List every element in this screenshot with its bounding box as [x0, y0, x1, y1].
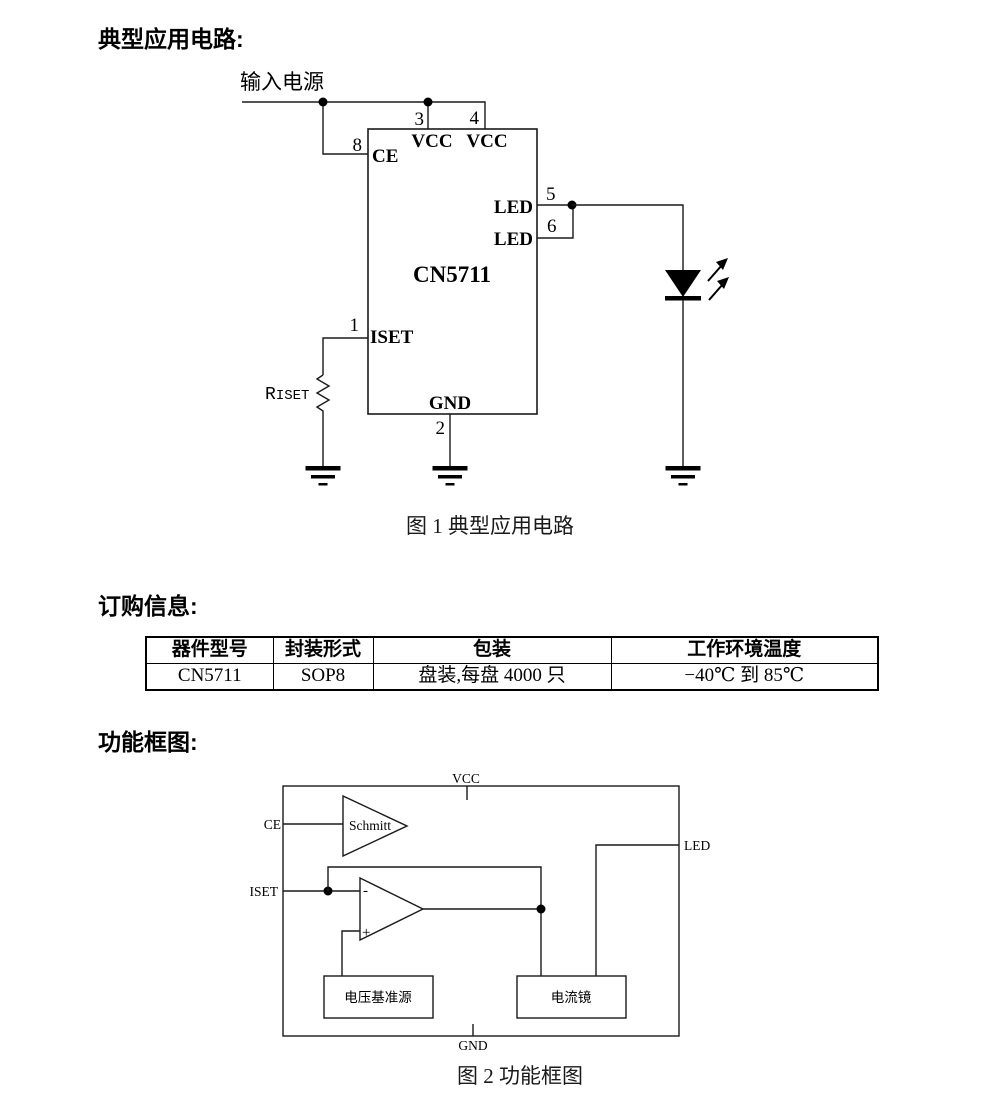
table-row: CN5711 SOP8 盘装,每盘 4000 只 −40℃ 到 85℃: [145, 663, 879, 691]
junction-dot: [536, 904, 546, 914]
led-emission-arrows-icon: [707, 258, 729, 301]
input-power-wire: [242, 101, 486, 129]
pin-label-gnd: GND: [429, 393, 471, 414]
ground-symbol: [305, 466, 341, 486]
pin-label-iset: ISET: [370, 327, 414, 348]
cell-operating-temp: −40℃ 到 85℃: [610, 663, 879, 691]
figure2-functional-block-diagram: VCC CE Schmitt ISET - + LED 电压基准源 电流镜 GN…: [250, 771, 711, 1053]
iset-pin1-wire: [322, 337, 368, 375]
f2-led-wire: [595, 844, 679, 976]
junction-dot: [318, 97, 328, 107]
chip-name: CN5711: [413, 262, 491, 287]
pin-number-2: 2: [436, 418, 446, 439]
pin-number-3: 3: [415, 109, 425, 130]
schmitt-trigger-symbol: [342, 794, 409, 858]
figure1-typical-application-circuit: 输入电源 3 4 8 5 6 1 2 VCC VCC CE LED LED CN…: [240, 71, 729, 486]
riset-resistor-label: RISET: [265, 385, 309, 405]
riset-resistor-symbol: [315, 374, 331, 466]
pin-label-led6: LED: [494, 229, 533, 250]
led-triangle: [665, 270, 701, 297]
section-heading-functional-block-diagram: 功能框图:: [98, 729, 198, 755]
pin-label-vcc4: VCC: [466, 131, 507, 152]
figure1-caption: 图 1 典型应用电路: [406, 514, 574, 538]
pin-label-led5: LED: [494, 197, 533, 218]
f2-vref-wire: [341, 930, 360, 976]
block-diagram-boundary: [282, 785, 680, 1037]
f2-led-label: LED: [684, 838, 710, 853]
voltage-reference-label: 电压基准源: [344, 989, 412, 1005]
schmitt-label: Schmitt: [349, 818, 391, 833]
f2-vcc-label: VCC: [452, 771, 480, 786]
led-anode-wire: [572, 204, 684, 270]
chip-body-outline: [367, 128, 538, 415]
junction-dot: [423, 97, 433, 107]
pin-number-8: 8: [353, 135, 363, 156]
ground-symbol: [665, 466, 701, 486]
col-header-part-number: 器件型号: [145, 636, 274, 664]
f2-ce-label: CE: [264, 817, 281, 832]
f2-iset-label: ISET: [250, 884, 279, 899]
voltage-reference-block: [323, 975, 434, 1019]
ground-symbol: [432, 466, 468, 486]
ce-pin8-wire: [322, 102, 368, 155]
section-heading-ordering-information: 订购信息:: [98, 593, 198, 619]
col-header-operating-temp: 工作环境温度: [610, 636, 879, 664]
current-mirror-block: [516, 975, 627, 1019]
cell-packing: 盘装,每盘 4000 只: [372, 663, 612, 691]
col-header-package-type: 封装形式: [272, 636, 374, 664]
figure2-caption: 图 2 功能框图: [457, 1064, 583, 1088]
opamp-plus-sign: +: [362, 925, 370, 941]
current-mirror-label: 电流镜: [551, 990, 592, 1005]
input-power-label: 输入电源: [240, 71, 324, 94]
cell-part-number: CN5711: [145, 663, 274, 691]
led-cathode-bar: [665, 296, 701, 301]
f2-feedback-wire: [327, 866, 542, 976]
pin-number-1: 1: [350, 315, 360, 336]
ordering-table: 器件型号 封装形式 包装 工作环境温度 CN5711 SOP8 盘装,每盘 40…: [145, 636, 879, 691]
led-diode-symbol: [665, 258, 729, 466]
ordering-table-header-row: 器件型号 封装形式 包装 工作环境温度: [145, 636, 879, 664]
pin-label-ce: CE: [372, 146, 398, 167]
col-header-packing: 包装: [372, 636, 612, 664]
section-heading-typical-application-circuit: 典型应用电路:: [98, 26, 244, 52]
pin-label-vcc3: VCC: [411, 131, 452, 152]
pin-number-6: 6: [547, 216, 557, 237]
pin-number-4: 4: [470, 108, 480, 129]
opamp-symbol: [359, 876, 425, 942]
pin-number-5: 5: [546, 184, 556, 205]
f2-gnd-label: GND: [458, 1038, 487, 1053]
cell-package-type: SOP8: [272, 663, 374, 691]
led-pin6-wire: [537, 205, 574, 239]
opamp-minus-sign: -: [363, 883, 368, 899]
